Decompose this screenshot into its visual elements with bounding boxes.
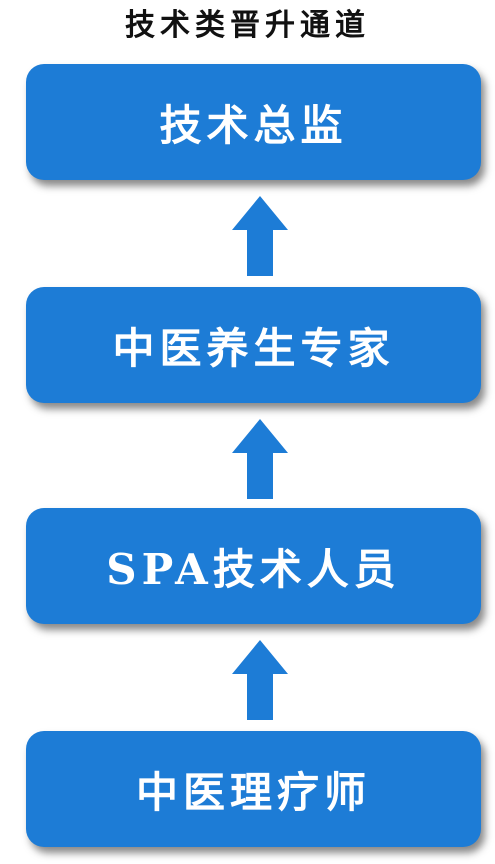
level-label: 中医理疗师 bbox=[135, 767, 371, 817]
level-label: 技术总监 bbox=[159, 100, 348, 150]
level-box-tcm-wellness-expert: 中医养生专家 bbox=[26, 287, 481, 403]
up-arrow-icon bbox=[232, 196, 288, 276]
level-label: SPA技术人员 bbox=[106, 544, 401, 594]
up-arrow-icon bbox=[232, 640, 288, 720]
level-box-tcm-therapist: 中医理疗师 bbox=[26, 731, 481, 847]
level-box-technical-director: 技术总监 bbox=[26, 64, 481, 180]
diagram-title: 技术类晋升通道 bbox=[125, 8, 370, 43]
up-arrow-icon bbox=[232, 419, 288, 499]
level-label: 中医养生专家 bbox=[112, 323, 395, 373]
level-box-spa-technician: SPA技术人员 bbox=[26, 508, 481, 624]
